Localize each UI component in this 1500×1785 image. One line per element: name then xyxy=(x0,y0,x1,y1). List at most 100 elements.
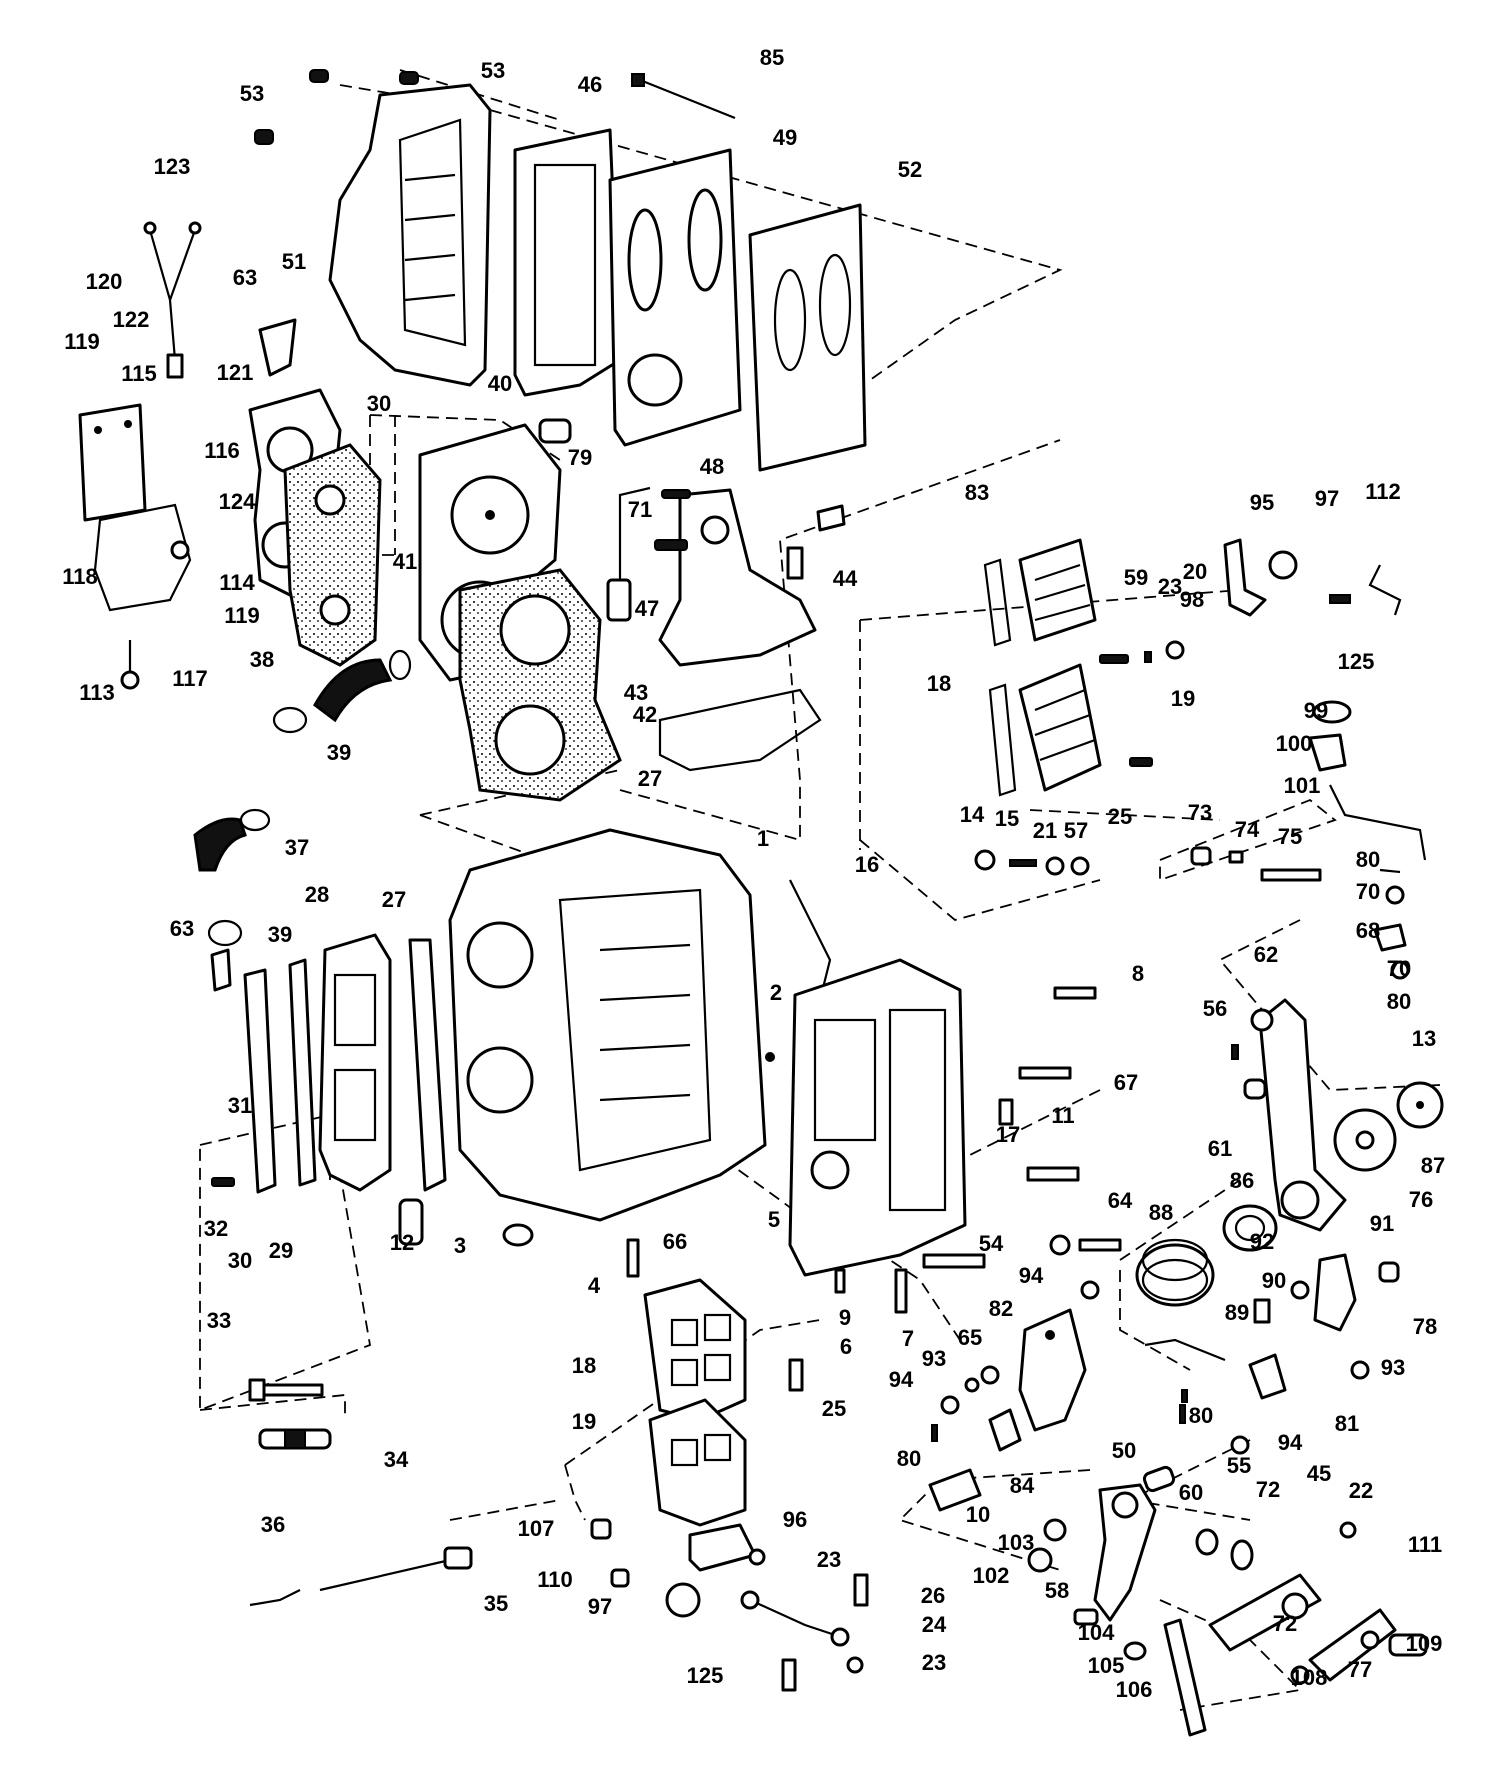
callout-79: 79 xyxy=(568,445,592,470)
callout-37: 37 xyxy=(285,835,309,860)
reed-valve-20 xyxy=(1018,538,1097,642)
lead-wire-35 xyxy=(319,1546,473,1592)
hardware-22-111-108-109-72 xyxy=(1281,1521,1428,1685)
link-rod-101 xyxy=(1329,784,1427,861)
callout-54: 54 xyxy=(979,1231,1004,1256)
screw-32 xyxy=(211,1177,235,1187)
callout-45: 45 xyxy=(1307,1461,1331,1486)
head-gasket-27 xyxy=(458,568,622,802)
callout-104: 104 xyxy=(1078,1620,1115,1645)
rectifier-113 xyxy=(93,503,192,612)
callout-53: 53 xyxy=(240,81,264,106)
callout-107: 107 xyxy=(518,1516,555,1541)
callout-59: 59 xyxy=(1124,565,1148,590)
hose-38 xyxy=(313,658,393,723)
collar-86 xyxy=(1222,1204,1278,1252)
callout-39: 39 xyxy=(327,740,351,765)
callout-73: 73 xyxy=(1188,800,1212,825)
callout-94: 94 xyxy=(889,1367,914,1392)
callout-8: 8 xyxy=(1132,961,1144,986)
callout-30: 30 xyxy=(367,391,391,416)
spring-88 xyxy=(1135,1238,1215,1307)
callout-60: 60 xyxy=(1179,1480,1203,1505)
hardware-90-91-92-93-94-80 xyxy=(1179,1261,1400,1455)
callout-113: 113 xyxy=(79,680,115,705)
link-77 xyxy=(1308,1608,1397,1682)
callout-90: 90 xyxy=(1262,1268,1286,1293)
plug-3 xyxy=(502,1223,534,1247)
callout-101: 101 xyxy=(1284,773,1321,798)
bushing-97-top xyxy=(1268,550,1298,580)
ground-strap-24 xyxy=(740,1590,850,1647)
callout-26: 26 xyxy=(921,1583,945,1608)
washers-87-13 xyxy=(1333,1081,1444,1172)
clip-83 xyxy=(816,504,846,532)
callout-24: 24 xyxy=(922,1612,947,1637)
elbow-100 xyxy=(1308,733,1347,772)
callout-111: 111 xyxy=(1408,1532,1442,1557)
screw-71 xyxy=(654,539,688,551)
callout-21: 21 xyxy=(1033,818,1057,843)
bolt-33 xyxy=(248,1378,324,1402)
gasket-41 xyxy=(283,443,382,667)
callout-95: 95 xyxy=(1250,490,1274,515)
callout-83: 83 xyxy=(965,480,989,505)
callout-119: 119 xyxy=(64,329,100,354)
callout-63: 63 xyxy=(233,265,257,290)
gasket-42 xyxy=(658,688,822,772)
callout-121: 121 xyxy=(217,360,254,385)
clamps-39 xyxy=(207,649,412,947)
throttle-lever-50 xyxy=(1093,1483,1157,1622)
callout-55: 55 xyxy=(1227,1453,1251,1478)
callout-39: 39 xyxy=(268,922,292,947)
link-81 xyxy=(1248,1353,1287,1400)
hose-37 xyxy=(193,817,247,872)
callout-124: 124 xyxy=(219,489,256,514)
reed-valve-19 xyxy=(1018,663,1102,792)
gasket-52 xyxy=(748,203,867,472)
callout-86: 86 xyxy=(1230,1168,1254,1193)
callout-115: 115 xyxy=(121,361,157,386)
callout-63: 63 xyxy=(170,916,194,941)
callout-94: 94 xyxy=(1019,1263,1044,1288)
callout-122: 122 xyxy=(113,307,150,332)
callout-30: 30 xyxy=(228,1248,252,1273)
callout-25: 25 xyxy=(822,1396,846,1421)
callout-118: 118 xyxy=(62,564,98,589)
bracket-63-top xyxy=(258,318,297,377)
terminal-117 xyxy=(120,640,140,690)
fitting-79 xyxy=(538,418,572,444)
callout-23: 23 xyxy=(817,1547,841,1572)
sleeve-12 xyxy=(398,1198,424,1246)
bolts-center xyxy=(834,986,1122,1314)
wiring-harness-123-120 xyxy=(143,221,202,379)
callout-32: 32 xyxy=(204,1216,228,1241)
bushing-55 xyxy=(1142,1465,1176,1493)
bracket-96 xyxy=(688,1523,757,1572)
callout-84: 84 xyxy=(1010,1473,1035,1498)
callout-57: 57 xyxy=(1064,818,1088,843)
clip-36 xyxy=(249,1589,301,1607)
spark-plug-34 xyxy=(258,1428,332,1450)
callout-66: 66 xyxy=(663,1229,687,1254)
callout-88: 88 xyxy=(1149,1200,1173,1225)
hardware-59-23-98 xyxy=(1099,640,1185,767)
callout-93: 93 xyxy=(922,1346,946,1371)
callout-41: 41 xyxy=(393,549,417,574)
callout-23: 23 xyxy=(922,1650,946,1675)
callout-51: 51 xyxy=(282,249,306,274)
callout-76: 76 xyxy=(1409,1187,1433,1212)
bushing-97-lower xyxy=(665,1582,701,1618)
callout-5: 5 xyxy=(768,1207,780,1232)
cylinder-block-1 xyxy=(448,828,775,1222)
sensor-47 xyxy=(606,486,651,622)
callout-99: 99 xyxy=(1304,698,1328,723)
screw-125-top xyxy=(1329,594,1351,604)
callout-108: 108 xyxy=(1291,1665,1328,1690)
linkage-78 xyxy=(1313,1253,1357,1332)
callout-89: 89 xyxy=(1225,1300,1249,1325)
bracket-63-side xyxy=(210,948,232,992)
callout-28: 28 xyxy=(305,882,329,907)
callout-105: 105 xyxy=(1088,1653,1125,1678)
